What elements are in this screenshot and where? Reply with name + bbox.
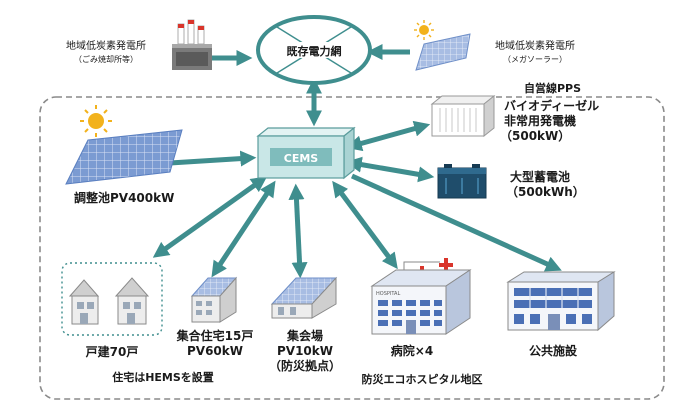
local-plant-sub: （ごみ焼却所等）	[74, 54, 138, 64]
house-icon	[68, 279, 100, 325]
apartment-icon	[190, 276, 238, 323]
hall-label-3: （防災拠点）	[269, 358, 341, 373]
hospital-sign: HOSPITAL	[376, 291, 400, 297]
detached-houses-group	[61, 262, 163, 336]
house-icon	[114, 277, 150, 325]
hall-label-2: PV10kW	[277, 344, 333, 358]
battery-label-1: 大型蓄電池	[510, 169, 570, 184]
hems-note: 住宅はHEMSを設置	[112, 370, 214, 384]
diesel-label-1: バイオディーゼル	[504, 98, 599, 113]
existing-grid: 既存電力網	[256, 15, 372, 85]
arrow-cems-diesel	[345, 120, 431, 152]
battery-label-2: （500kWh）	[506, 184, 585, 199]
cems-label: CEMS	[284, 152, 319, 165]
arrow-cems-hall	[288, 183, 308, 279]
sun-icon	[80, 105, 112, 137]
private-line-label: 自営線PPS	[524, 81, 581, 95]
apartment-label-1: 集合住宅15戸	[176, 328, 254, 343]
local-plant-label: 地域低炭素発電所	[66, 39, 146, 52]
pond-pv-label: 調整池PV400kW	[74, 190, 174, 205]
arrow-cems-hospital	[332, 180, 398, 270]
community-hall-icon	[270, 276, 338, 319]
public-facility-icon	[506, 271, 616, 332]
apartment-label-2: PV60kW	[187, 344, 243, 358]
arrow-pond-pv-to-cems	[169, 150, 257, 167]
pond-pv-panel-icon	[65, 129, 183, 185]
mega-plant-label: 地域低炭素発電所	[495, 39, 575, 52]
arrow-cems-apartment	[211, 180, 276, 278]
detached-label: 戸建70戸	[86, 344, 139, 359]
arrow-cems-public	[350, 173, 562, 272]
arrow-cems-battery	[345, 156, 435, 183]
diesel-generator-icon	[430, 94, 496, 138]
diesel-label-3: （500kW）	[500, 128, 570, 143]
hall-label-1: 集会場	[286, 328, 323, 343]
cems-controller: CEMS	[256, 126, 356, 180]
mega-solar-panel-icon	[415, 33, 471, 71]
connection-arrows	[152, 43, 562, 279]
hospital-district-label: 防災エコホスピタル地区	[362, 372, 483, 386]
diesel-label-2: 非常用発電機	[504, 113, 576, 128]
hospital-label: 病院×4	[391, 343, 433, 358]
public-facility-label: 公共施設	[529, 343, 578, 358]
sun-icon	[414, 20, 434, 40]
mega-plant-sub: （メガソーラー）	[503, 54, 567, 64]
factory-icon	[172, 19, 212, 70]
service-area-boundary	[39, 96, 665, 400]
grid-label: 既存電力網	[287, 44, 342, 58]
battery-icon	[437, 164, 487, 199]
hospital-icon: HOSPITAL	[370, 258, 472, 335]
